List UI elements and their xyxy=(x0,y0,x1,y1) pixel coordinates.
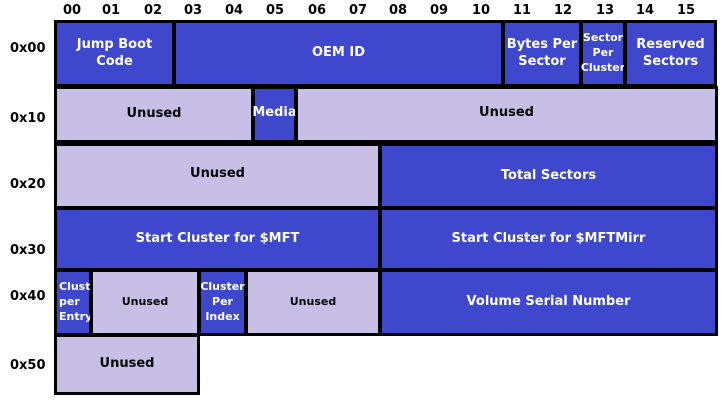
row-header-0x10: 0x10 xyxy=(10,111,46,126)
field-total-sectors: Total Sectors xyxy=(379,143,718,209)
field-unused-0x10-b: Unused xyxy=(295,86,718,143)
field-reserved-sectors: Reserved Sectors xyxy=(624,20,717,87)
field-jump-boot-code: Jump Boot Code xyxy=(54,20,175,87)
row-header-0x50: 0x50 xyxy=(10,358,46,373)
field-unused-0x20: Unused xyxy=(54,143,381,209)
column-header-15: 15 xyxy=(676,3,696,18)
field-cluster-per-index: Cluster Per Index xyxy=(198,269,247,336)
column-header-00: 00 xyxy=(62,3,82,18)
row-header-0x30: 0x30 xyxy=(10,243,46,258)
column-header-13: 13 xyxy=(595,3,615,18)
column-header-05: 05 xyxy=(265,3,285,18)
row-header-0x00: 0x00 xyxy=(10,41,46,56)
column-header-02: 02 xyxy=(143,3,163,18)
column-header-12: 12 xyxy=(553,3,573,18)
field-start-cluster-mft: Start Cluster for $MFT xyxy=(54,207,381,271)
field-unused-0x40-a: Unused xyxy=(90,269,200,336)
field-start-cluster-mftmirr: Start Cluster for $MFTMirr xyxy=(379,207,718,271)
column-header-08: 08 xyxy=(388,3,408,18)
column-header-03: 03 xyxy=(183,3,203,18)
row-header-0x20: 0x20 xyxy=(10,177,46,192)
column-header-07: 07 xyxy=(348,3,368,18)
column-header-01: 01 xyxy=(101,3,121,18)
column-header-10: 10 xyxy=(471,3,491,18)
field-media: Media xyxy=(252,86,297,143)
field-volume-serial-number: Volume Serial Number xyxy=(379,269,718,336)
field-unused-0x50: Unused xyxy=(54,334,200,395)
column-header-14: 14 xyxy=(635,3,655,18)
row-header-0x40: 0x40 xyxy=(10,289,46,304)
field-sectors-per-cluster: Sector Per Cluster xyxy=(580,20,626,87)
field-unused-0x10-a: Unused xyxy=(54,86,254,143)
field-oem-id: OEM ID xyxy=(173,20,504,87)
column-header-11: 11 xyxy=(512,3,532,18)
field-bytes-per-sector: Bytes Per Sector xyxy=(502,20,582,87)
column-header-09: 09 xyxy=(429,3,449,18)
column-header-04: 04 xyxy=(224,3,244,18)
field-unused-0x40-b: Unused xyxy=(245,269,381,336)
column-header-06: 06 xyxy=(307,3,327,18)
field-cluster-per-entry: Cluster per Entry xyxy=(54,269,103,336)
